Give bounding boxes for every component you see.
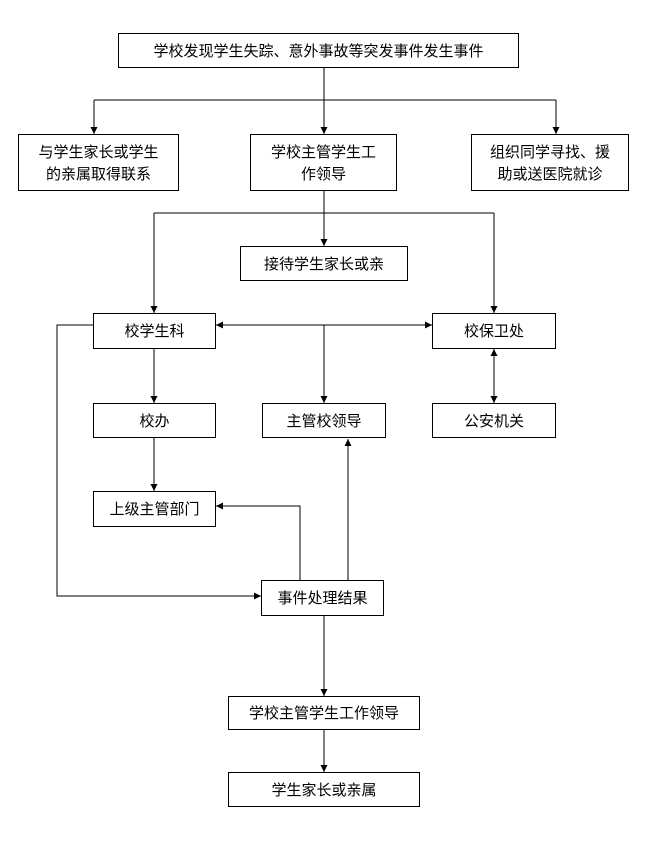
node-contact-parents: 与学生家长或学生 的亲属取得联系 bbox=[18, 134, 179, 191]
node-handling-result-text: 事件处理结果 bbox=[277, 589, 368, 607]
node-discover-event: 学校发现学生失踪、意外事故等突发事件发生事件 bbox=[118, 33, 519, 68]
node-handling-result: 事件处理结果 bbox=[261, 580, 384, 616]
node-organize-rescue-line1: 组织同学寻找、援 bbox=[489, 142, 610, 161]
arrow-student-affairs-to-result bbox=[56, 324, 261, 600]
node-contact-parents-line2: 的亲属取得联系 bbox=[45, 164, 151, 183]
node-organize-rescue-line2: 助或送医院就诊 bbox=[497, 164, 603, 183]
node-school-leader-full: 学校主管学生工作领导 bbox=[228, 696, 420, 730]
node-police: 公安机关 bbox=[432, 403, 556, 438]
node-security-office-text: 校保卫处 bbox=[463, 322, 524, 340]
node-leader-in-charge: 主管校领导 bbox=[262, 403, 386, 438]
node-contact-parents-line1: 与学生家长或学生 bbox=[38, 142, 159, 161]
node-superior-dept: 上级主管部门 bbox=[93, 491, 216, 527]
node-reception-text: 接待学生家长或亲 bbox=[263, 254, 384, 273]
arrow-result-to-superior-dept bbox=[216, 502, 301, 580]
node-discover-event-text: 学校发现学生失踪、意外事故等突发事件发生事件 bbox=[153, 41, 484, 60]
node-principal-office-text: 校办 bbox=[139, 411, 170, 430]
node-superior-dept-text: 上级主管部门 bbox=[109, 500, 200, 518]
node-police-text: 公安机关 bbox=[463, 411, 524, 430]
node-organize-rescue: 组织同学寻找、援 助或送医院就诊 bbox=[471, 134, 629, 191]
node-leader-in-charge-text: 主管校领导 bbox=[286, 411, 362, 430]
node-parents-relatives-text: 学生家长或亲属 bbox=[271, 780, 377, 799]
node-security-office: 校保卫处 bbox=[432, 313, 556, 349]
node-parents-relatives: 学生家长或亲属 bbox=[228, 772, 420, 807]
node-school-leader-full-text: 学校主管学生工作领导 bbox=[248, 704, 399, 722]
node-school-leader-line1: 学校主管学生工 bbox=[270, 142, 376, 161]
node-school-leader: 学校主管学生工 作领导 bbox=[250, 134, 397, 191]
node-reception: 接待学生家长或亲 bbox=[240, 246, 408, 281]
node-student-affairs: 校学生科 bbox=[93, 313, 216, 349]
node-principal-office: 校办 bbox=[93, 403, 216, 438]
node-student-affairs-text: 校学生科 bbox=[124, 322, 185, 340]
node-school-leader-line2: 作领导 bbox=[300, 164, 346, 183]
